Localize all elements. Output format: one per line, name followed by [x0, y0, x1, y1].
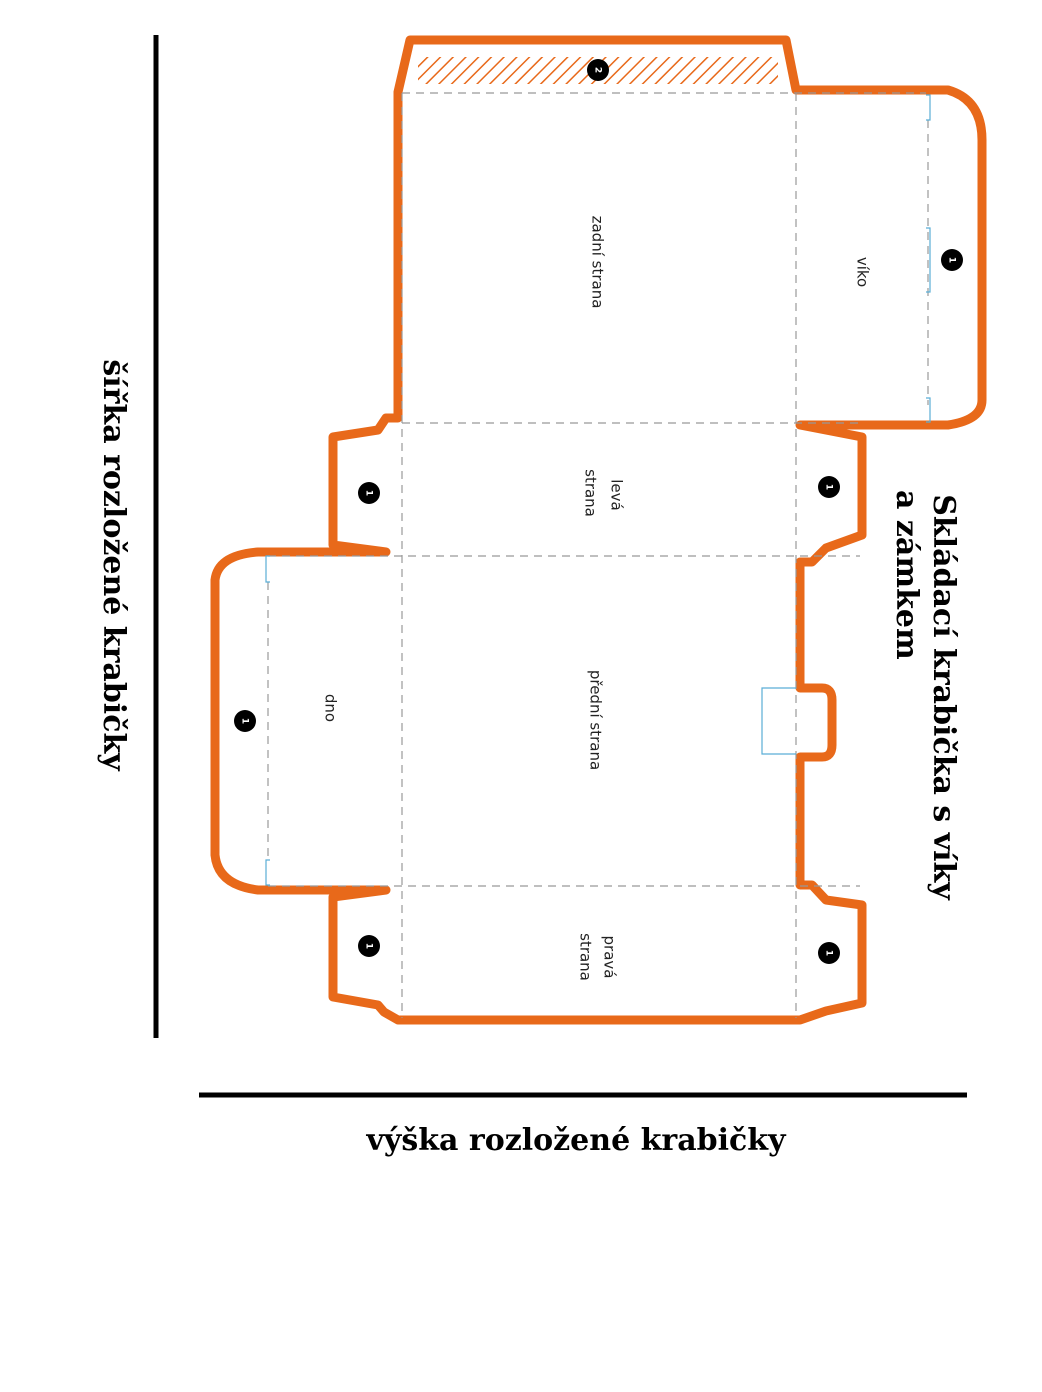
- marker-tab-right-bottom: 1: [358, 935, 380, 957]
- panel-label-front: přední strana: [587, 670, 605, 770]
- fold-lines: [267, 92, 929, 1018]
- panel-label-right-line2: strana: [577, 933, 595, 981]
- panel-label-left-line1: levá: [608, 479, 626, 510]
- marker-tab-right-top: 1: [818, 942, 840, 964]
- panel-label-bottom: dno: [322, 694, 340, 722]
- box-cut-outline: [210, 35, 987, 1025]
- svg-text:1: 1: [364, 490, 374, 496]
- svg-text:2: 2: [593, 67, 603, 73]
- marker-tab-left-top: 1: [818, 476, 840, 498]
- marker-tab-left-bottom: 1: [358, 482, 380, 504]
- width-dimension-label: šířka rozložené krabičky: [96, 359, 131, 772]
- marker-glue-flap: 2: [587, 59, 609, 81]
- title-line-1: Skládací krabička s víky: [926, 494, 961, 901]
- marker-tab-bottom: 1: [234, 710, 256, 732]
- svg-text:1: 1: [947, 257, 957, 263]
- panel-label-lid: víko: [854, 257, 872, 287]
- panel-label-right-line1: pravá: [601, 936, 619, 979]
- svg-text:1: 1: [364, 943, 374, 949]
- inner-guide-lines: [265, 94, 931, 886]
- svg-text:1: 1: [240, 718, 250, 724]
- marker-tab-lid: 1: [941, 249, 963, 271]
- svg-text:1: 1: [824, 484, 834, 490]
- panel-label-left-line2: strana: [582, 469, 600, 517]
- panel-label-back: zadní strana: [589, 216, 607, 309]
- svg-text:1: 1: [824, 950, 834, 956]
- height-dimension-label: výška rozložené krabičky: [365, 1123, 787, 1158]
- title-line-2: a zámkem: [889, 490, 924, 660]
